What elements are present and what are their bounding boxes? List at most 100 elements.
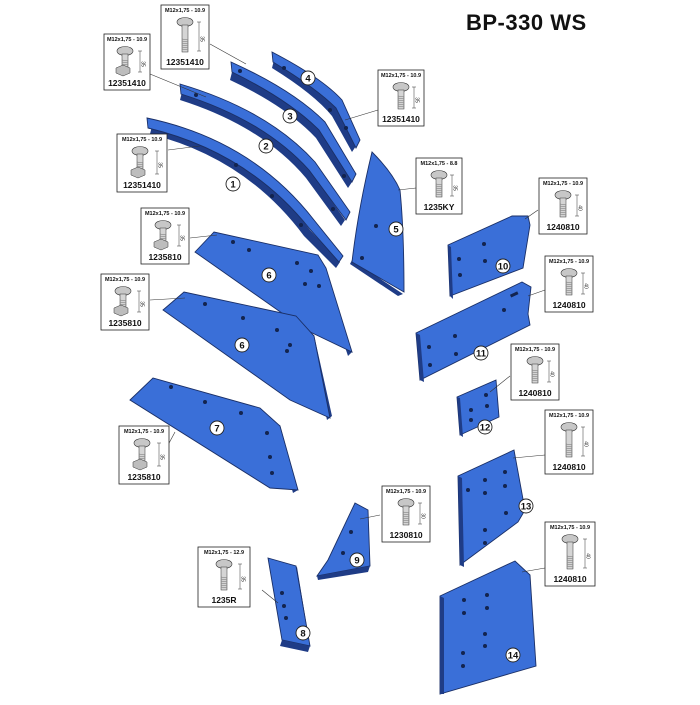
part-number: 7: [214, 423, 219, 434]
part-number-badge: 6: [234, 337, 250, 353]
part-number: 14: [508, 650, 519, 661]
bolt-shank-icon: [531, 363, 539, 384]
bolt-callout: M12x1,75 - 10.9 35 12351410: [377, 69, 425, 127]
part-number: 5: [393, 224, 399, 235]
bolt-length: 40: [549, 371, 555, 377]
bolt-length: 35: [240, 576, 246, 582]
part-number: 11: [476, 348, 487, 359]
part-number: 8: [300, 628, 305, 639]
bolt-callout: M12x1,75 - 10.9 40 1240810: [510, 343, 560, 401]
part-number-badge: 2: [258, 138, 274, 154]
part-11-landside-plate: [415, 281, 532, 382]
part-3-share-bar: [230, 61, 357, 188]
bolt-code: 1240810: [518, 388, 551, 398]
part-number-circle: [258, 138, 274, 154]
part-number-badge: 10: [495, 258, 511, 274]
part-number-circle: [477, 419, 493, 435]
bolt-spec: M12x1,75 - 10.9: [543, 181, 583, 187]
bolt-spec: M12x1,75 - 10.9: [549, 259, 589, 265]
part-number-circle: [234, 337, 250, 353]
part-10-landside-plate: [447, 215, 531, 299]
bolt-shank-icon: [220, 566, 228, 591]
bolt-callout: M12x1,75 - 10.9 35 1235810: [100, 273, 150, 331]
part-number-circle: [505, 647, 521, 663]
bolt-shank-icon: [565, 429, 573, 458]
part-number-badge: 3: [282, 108, 298, 124]
part-number-badge: 4: [300, 70, 316, 86]
part-9-shin: [316, 502, 371, 580]
part-number: 12: [480, 422, 491, 433]
bolt-spec: M12x1,75 - 10.9: [549, 413, 589, 419]
part-number-circle: [388, 221, 404, 237]
part-number-badge: 13: [518, 498, 534, 514]
part-number-badge: 5: [388, 221, 404, 237]
part-13-rear-plate: [457, 449, 526, 567]
bolt-shank-icon: [566, 541, 574, 570]
bolt-code: 12351410: [166, 57, 204, 67]
bolt-shank-icon: [435, 177, 443, 198]
bolt-length: 35: [179, 235, 185, 241]
bolt-length: 35: [140, 61, 146, 67]
part-1-share-bar: [146, 117, 344, 268]
bolt-code: 1235810: [127, 472, 160, 482]
bolt-code: 1235KY: [424, 202, 455, 212]
part-number-circle: [349, 552, 365, 568]
part-number: 1: [230, 179, 236, 190]
part-number-badge: 9: [349, 552, 365, 568]
bolt-spec: M12x1,75 - 10.9: [122, 137, 162, 143]
part-6-upper-share: [194, 231, 353, 356]
page-title: BP-330 WS: [466, 10, 587, 35]
part-number: 9: [354, 555, 359, 566]
bolt-length: 35: [139, 301, 145, 307]
part-number: 4: [305, 73, 311, 84]
part-number-badge: 12: [477, 419, 493, 435]
part-number: 10: [498, 261, 509, 272]
nut-icon: [130, 166, 146, 179]
bolt-code: 1240810: [552, 300, 585, 310]
bolt-spec: M12x1,75 - 10.9: [515, 347, 555, 353]
bolt-spec: M12x1,75 - 10.9: [550, 525, 590, 531]
part-5-share-point: [350, 151, 405, 296]
nut-icon: [153, 238, 169, 251]
bolt-shank-icon: [565, 275, 573, 296]
bolt-code: 1235810: [108, 318, 141, 328]
bolt-code: 1235R: [211, 595, 236, 605]
part-number-badge: 1: [225, 176, 241, 192]
bolt-length: 35: [414, 97, 420, 103]
bolt-code: 12351410: [123, 180, 161, 190]
part-number-circle: [209, 420, 225, 436]
part-number: 6: [266, 270, 271, 281]
bolt-spec: M12x1,75 - 10.9: [124, 429, 164, 435]
part-number-circle: [282, 108, 298, 124]
part-6-lower-share: [162, 291, 332, 420]
bolt-spec: M12x1,75 - 10.9: [165, 8, 205, 14]
bolt-spec: M12x1,75 - 10.9: [386, 489, 426, 495]
part-number-circle: [295, 625, 311, 641]
bolt-code: 12351410: [382, 114, 420, 124]
bolt-shank-icon: [397, 89, 405, 110]
bolt-shank-icon: [181, 24, 189, 53]
part-number-circle: [473, 345, 489, 361]
part-number-circle: [261, 267, 277, 283]
bolt-spec: M12x1,75 - 10.9: [107, 37, 147, 43]
bolt-spec: M12x1,75 - 10.9: [105, 277, 145, 283]
part-number: 6: [239, 340, 244, 351]
bolt-code: 12351410: [108, 78, 146, 88]
part-14-rear-plate: [439, 560, 537, 695]
bolt-length: 40: [583, 283, 589, 289]
part-number-circle: [495, 258, 511, 274]
bolt-length: 35: [157, 162, 163, 168]
bolt-code: 1235810: [148, 252, 181, 262]
bolt-spec: M12x1,75 - 10.9: [381, 73, 421, 79]
part-2-share-bar: [179, 83, 351, 226]
bolt-code: 1240810: [552, 462, 585, 472]
